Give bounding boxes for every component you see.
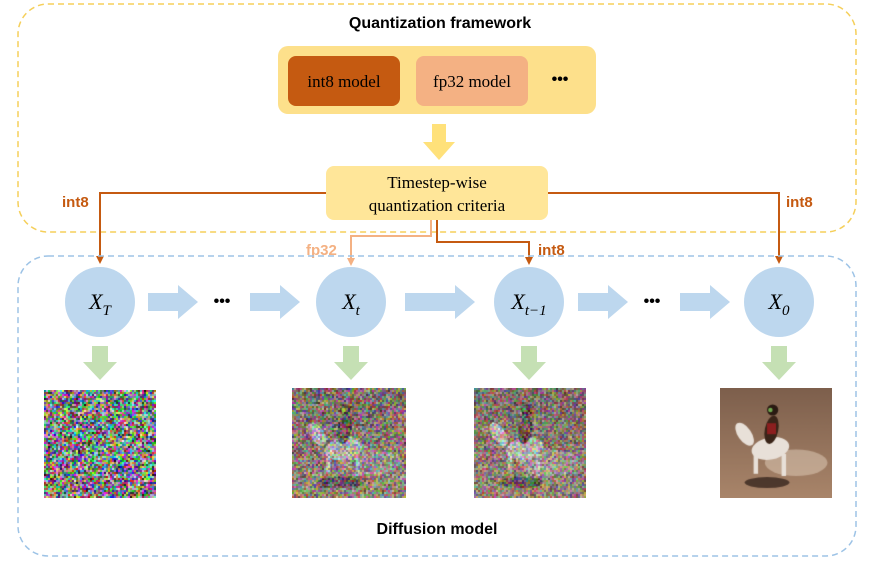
int8-line-to-xT (96, 192, 326, 264)
precision-label-right: int8 (786, 194, 813, 211)
criteria-label-line1: Timestep-wise (387, 173, 487, 192)
down-arrow (762, 346, 796, 380)
down-arrow (334, 346, 368, 380)
precision-label-left: int8 (62, 194, 89, 211)
diffusion-ellipsis-left: ••• (214, 293, 231, 310)
sample-image-xT (44, 390, 156, 498)
sample-image-xt-minus-1 (474, 388, 586, 498)
svg-text:Xt: Xt (341, 289, 360, 319)
fp32-model-label: fp32 model (433, 72, 511, 91)
node-x0: X0 (744, 267, 814, 337)
svg-text:Xt−1: Xt−1 (510, 289, 546, 319)
svg-text:XT: XT (88, 289, 112, 319)
int8-line-to-xt-1 (436, 220, 533, 265)
flow-arrow (578, 285, 628, 319)
node-xt-minus-1: Xt−1 (494, 267, 564, 337)
flow-arrow (405, 285, 475, 319)
diffusion-ellipsis-right: ••• (644, 293, 661, 310)
criteria-box (326, 166, 548, 220)
more-models-ellipsis: ••• (552, 71, 569, 88)
precision-label-xt-1: int8 (538, 242, 565, 259)
sample-image-xt (292, 388, 406, 498)
svg-text:X0: X0 (768, 289, 790, 319)
fp32-line-to-xt (347, 220, 432, 266)
int8-line-to-x0 (548, 192, 783, 264)
flow-arrow (148, 285, 198, 319)
precision-label-xt: fp32 (306, 242, 337, 259)
flow-arrow (680, 285, 730, 319)
diffusion-container (17, 255, 857, 557)
node-xt: Xt (316, 267, 386, 337)
criteria-label-line2: quantization criteria (369, 196, 506, 215)
int8-model-box (288, 56, 400, 106)
fp32-model-box (416, 56, 528, 106)
flow-arrow (250, 285, 300, 319)
yellow-down-arrow (423, 124, 455, 160)
int8-model-label: int8 model (307, 72, 380, 91)
down-arrow (512, 346, 546, 380)
diffusion-title: Diffusion model (377, 521, 498, 538)
sample-image-x0 (720, 388, 832, 498)
node-xT: XT (65, 267, 135, 337)
framework-title: Quantization framework (349, 15, 531, 32)
down-arrow (83, 346, 117, 380)
